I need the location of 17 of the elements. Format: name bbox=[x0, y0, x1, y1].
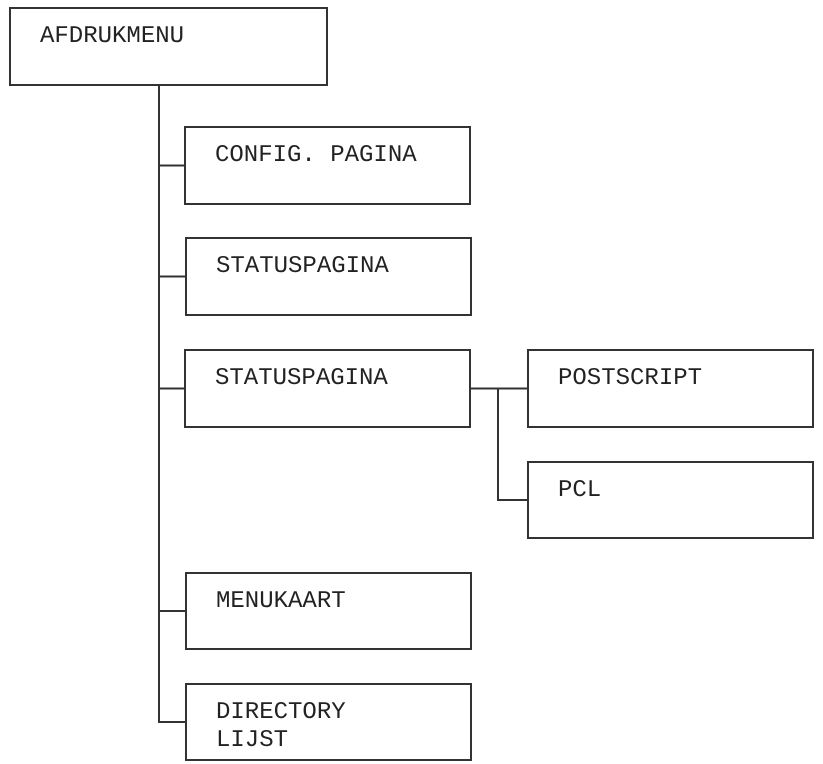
menu-label: DIRECTORY LIJST bbox=[216, 699, 347, 755]
menu-label: STATUSPAGINA bbox=[216, 253, 390, 281]
menu-box bbox=[527, 349, 814, 428]
menu-label: MENUKAART bbox=[216, 588, 347, 616]
menu-label: CONFIG. PAGINA bbox=[215, 142, 418, 170]
menu-box bbox=[184, 126, 471, 205]
menu-label: POSTSCRIPT bbox=[558, 365, 704, 393]
menu-box bbox=[9, 7, 328, 86]
menu-box bbox=[184, 349, 471, 428]
menu-box bbox=[185, 237, 472, 316]
menu-label: STATUSPAGINA bbox=[215, 365, 389, 393]
connector-line bbox=[471, 388, 527, 501]
menu-box bbox=[185, 572, 472, 650]
menu-label: AFDRUKMENU bbox=[40, 23, 186, 51]
menu-box bbox=[527, 461, 814, 539]
menu-label: PCL bbox=[558, 477, 602, 505]
menu-box bbox=[185, 683, 472, 761]
